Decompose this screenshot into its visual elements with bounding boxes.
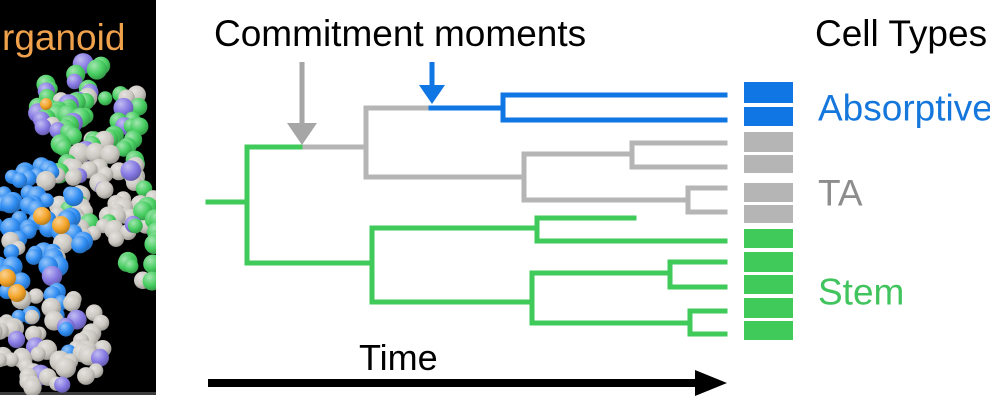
organoid-sphere <box>55 357 77 378</box>
commitment-arrows <box>287 62 445 145</box>
organoid-sphere <box>0 325 3 339</box>
organoid-panel: rganoid <box>0 0 156 395</box>
organoid-sphere <box>58 321 74 337</box>
organoid-sphere <box>25 248 42 265</box>
organoid-sphere <box>71 235 89 254</box>
organoid-sphere <box>0 322 9 340</box>
organoid-sphere <box>127 218 143 234</box>
organoid-sphere <box>143 254 156 274</box>
lineage-tree <box>205 92 728 337</box>
organoid-sphere <box>120 160 142 181</box>
cell-type-box <box>744 107 793 126</box>
cell-type-box <box>744 252 793 272</box>
organoid-sphere <box>100 144 120 164</box>
organoid-sphere <box>55 139 72 156</box>
organoid-sphere <box>91 348 109 367</box>
organoid-sphere <box>124 259 139 274</box>
cell-types-heading: Cell Types <box>815 13 988 54</box>
organoid-sphere <box>0 194 20 214</box>
organoid-image <box>0 0 156 395</box>
cell-type-box <box>744 155 793 173</box>
organoid-sphere <box>95 181 114 199</box>
organoid-sphere <box>129 97 148 116</box>
organoid-sphere <box>77 367 95 385</box>
organoid-sphere <box>11 172 28 188</box>
cell-type-box <box>744 183 793 202</box>
organoid-sphere <box>30 346 46 362</box>
organoid-sphere-orange <box>33 207 51 225</box>
commitment-arrow-head <box>287 123 317 145</box>
organoid-sphere <box>63 294 81 312</box>
organoid-sphere <box>0 352 7 368</box>
cell-type-boxes <box>744 82 793 340</box>
organoid-sphere <box>4 352 19 367</box>
organoid-sphere <box>66 73 83 90</box>
organoid-sphere <box>7 330 26 349</box>
commitment-moments-heading: Commitment moments <box>214 13 587 54</box>
organoid-sphere <box>24 309 40 325</box>
cell-type-box <box>744 82 793 103</box>
time-axis-label: Time <box>359 337 438 378</box>
cell-type-box <box>744 321 793 340</box>
organoid-sphere <box>3 244 20 260</box>
cell-type-box <box>744 275 793 294</box>
organoid-sphere <box>86 59 107 80</box>
organoid-sphere <box>65 169 82 186</box>
cell-type-box <box>744 205 793 223</box>
cell-type-box <box>744 298 793 318</box>
time-axis-arrow <box>208 370 727 396</box>
organoid-label: rganoid <box>2 17 126 58</box>
cell-type-box <box>744 229 793 248</box>
panel-bottom-edge <box>0 392 156 395</box>
organoid-sphere <box>108 231 124 248</box>
organoid-sphere-orange <box>8 284 26 302</box>
organoid-sphere <box>34 118 52 136</box>
organoid-sphere <box>28 288 44 304</box>
organoid-sphere <box>41 265 63 287</box>
organoid-sphere <box>85 142 106 163</box>
organoid-sphere <box>142 271 156 291</box>
organoid-sphere-orange <box>52 216 70 234</box>
organoid-sphere <box>144 234 156 254</box>
organoid-sphere <box>23 378 42 395</box>
organoid-sphere-orange <box>40 98 52 110</box>
legend-label-stem: Stem <box>818 271 905 313</box>
organoid-sphere <box>98 91 113 106</box>
legend-label-absorptive: Absorptive <box>818 87 990 129</box>
organoid-sphere-orange <box>0 269 16 287</box>
time-arrow-head <box>695 370 727 396</box>
organoid-sphere <box>36 170 56 191</box>
commitment-arrow-head <box>419 85 445 104</box>
organoid-sphere <box>63 186 84 207</box>
cell-type-box <box>744 132 793 152</box>
organoid-sphere <box>54 376 71 393</box>
legend-label-ta: TA <box>818 172 863 214</box>
